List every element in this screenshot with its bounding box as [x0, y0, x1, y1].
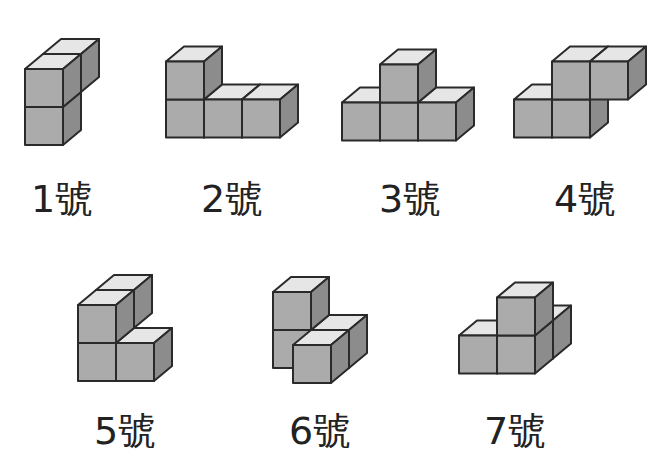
piece-number: 5號 — [94, 411, 156, 453]
cube-face — [63, 54, 81, 107]
cube-face — [331, 330, 349, 383]
piece — [166, 47, 298, 138]
cube-face — [116, 343, 154, 381]
piece-number: 3號 — [379, 179, 441, 221]
cube-face — [552, 100, 590, 138]
cube-face — [78, 305, 116, 343]
cube-face — [349, 315, 367, 368]
cube — [273, 277, 329, 330]
piece-number: 6號 — [289, 411, 351, 453]
cube-face — [497, 298, 535, 336]
cube-face — [204, 47, 222, 100]
cube-face — [280, 85, 298, 138]
cube — [166, 47, 222, 100]
piece — [459, 283, 571, 374]
cube-face — [553, 306, 571, 359]
cube — [497, 283, 553, 336]
cube-face — [273, 292, 311, 330]
cube-face — [166, 100, 204, 138]
piece-number: 1號 — [31, 179, 93, 221]
piece-number: 7號 — [484, 411, 546, 453]
cube — [293, 330, 349, 383]
cube-face — [25, 107, 63, 145]
piece — [342, 50, 474, 141]
cube-face — [628, 47, 646, 100]
cube — [242, 85, 298, 138]
piece — [78, 275, 172, 381]
cube-face — [590, 62, 628, 100]
cube — [25, 54, 81, 107]
cube-face — [293, 345, 331, 383]
cube-face — [342, 103, 380, 141]
cube-face — [497, 336, 535, 374]
cube-face — [166, 62, 204, 100]
cube-face — [154, 328, 172, 381]
cube-face — [78, 343, 116, 381]
cube-face — [134, 275, 152, 328]
cube-face — [459, 336, 497, 374]
cube-face — [552, 62, 590, 100]
cube-face — [81, 39, 99, 92]
cube-face — [116, 290, 134, 343]
cube-face — [204, 100, 242, 138]
cube-face — [380, 103, 418, 141]
cube-face — [535, 283, 553, 336]
cube — [590, 47, 646, 100]
piece — [25, 39, 99, 145]
cube-face — [242, 100, 280, 138]
piece-number: 4號 — [554, 179, 616, 221]
piece-number: 2號 — [201, 179, 263, 221]
cube-face — [418, 50, 436, 103]
cube-face — [380, 65, 418, 103]
cube-face — [418, 103, 456, 141]
piece — [514, 47, 646, 138]
cube — [78, 290, 134, 343]
cube-face — [456, 88, 474, 141]
cube — [380, 50, 436, 103]
piece — [273, 277, 367, 383]
cube-face — [514, 100, 552, 138]
cube-face — [311, 277, 329, 330]
cube-face — [25, 69, 63, 107]
